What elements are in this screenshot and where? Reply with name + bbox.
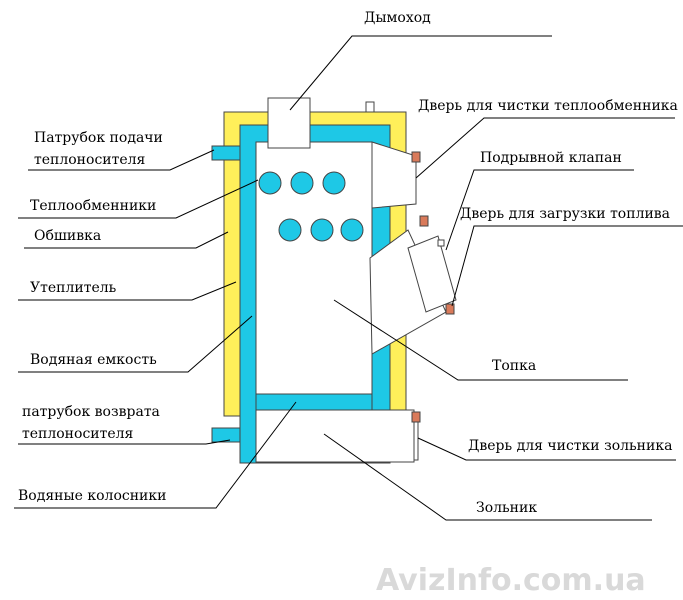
label-ash-pan: Зольник xyxy=(476,500,537,516)
label-chimney: Дымоход xyxy=(364,10,431,26)
supply-pipe xyxy=(211,145,241,161)
leader-supply-pipe xyxy=(28,149,215,171)
blast-valve-handle xyxy=(437,239,445,247)
leader-fuel-door xyxy=(451,225,683,307)
leader-chimney xyxy=(289,35,552,111)
leader-ash-pan xyxy=(323,433,652,521)
label-insulation: Утеплитель xyxy=(30,280,117,296)
leader-lines xyxy=(14,35,683,521)
hx-tube xyxy=(322,171,346,195)
watermark: AvizInfo.com.ua xyxy=(376,563,646,598)
leader-water-grates xyxy=(14,401,297,509)
label-hx-cleaning-door: Дверь для чистки теплообменника xyxy=(418,98,678,114)
label-casing: Обшивка xyxy=(34,228,101,244)
label-water-grates: Водяные колосники xyxy=(18,488,166,504)
ash-door-hinge xyxy=(411,411,421,423)
leader-blast-valve xyxy=(445,169,634,251)
label-blast-valve: Подрывной клапан xyxy=(480,150,622,166)
label-firebox: Топка xyxy=(492,358,536,374)
leader-hx-door xyxy=(415,117,675,179)
leader-insulation xyxy=(18,281,237,301)
fuel-door-top-hinge xyxy=(419,215,429,227)
chimney-pipe xyxy=(267,97,311,149)
hx-tube xyxy=(340,218,364,242)
fuel-door-panel xyxy=(407,235,457,313)
label-fuel-loading-door: Дверь для загрузки топлива xyxy=(460,206,670,222)
labels: Дымоход Дверь для чистки теплообменника … xyxy=(18,10,678,516)
leader-return-pipe xyxy=(18,439,231,445)
label-return-pipe-2: теплоносителя xyxy=(22,426,134,442)
label-supply-pipe-2: теплоносителя xyxy=(34,152,146,168)
hx-tube xyxy=(290,171,314,195)
hx-tube xyxy=(258,171,282,195)
leader-firebox xyxy=(333,299,628,381)
chimney-cap xyxy=(365,101,375,113)
fuel-loading-door xyxy=(407,215,457,315)
hx-cleaning-channel xyxy=(371,141,417,209)
hx-tube xyxy=(278,218,302,242)
label-return-pipe-1: патрубок возврата xyxy=(22,404,160,420)
ash-pan-cavity xyxy=(255,409,415,463)
label-supply-pipe-1: Патрубок подачи xyxy=(34,130,163,146)
return-pipe xyxy=(211,427,241,443)
hx-door-hinge xyxy=(411,151,421,163)
leader-heat-exchangers xyxy=(18,179,259,219)
boiler-body xyxy=(211,97,447,464)
leader-casing xyxy=(24,231,229,249)
leader-ash-door xyxy=(417,437,676,461)
water-grates-plate xyxy=(255,393,373,411)
label-water-tank: Водяная емкость xyxy=(30,352,157,368)
heat-exchanger-tubes xyxy=(258,171,364,242)
fuel-door-bottom-hinge xyxy=(445,303,455,315)
label-heat-exchangers: Теплообменники xyxy=(30,198,156,214)
leader-water-tank xyxy=(18,315,253,373)
label-ash-door: Дверь для чистки зольника xyxy=(468,438,672,454)
hx-tube xyxy=(310,218,334,242)
